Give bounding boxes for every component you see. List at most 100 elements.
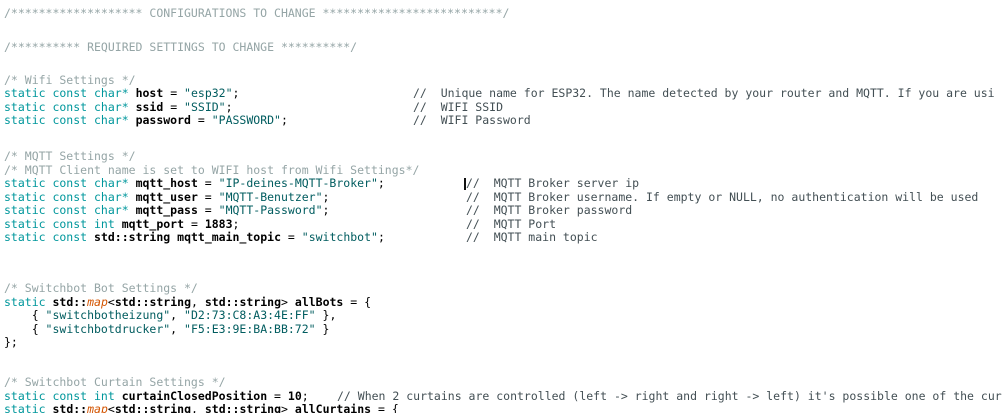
code-token: /* MQTT Settings */ — [4, 149, 136, 163]
code-line[interactable]: static const char* password = "PASSWORD"… — [0, 113, 1007, 127]
code-text: { "switchbotdrucker", "F5:E3:9E:BA:BB:72… — [0, 321, 330, 336]
code-token: = { — [343, 294, 372, 309]
code-line[interactable]: /* Switchbot Curtain Settings */ — [0, 375, 1007, 389]
code-line[interactable]: /* Switchbot Bot Settings */ — [0, 281, 1007, 295]
inline-comment: // MQTT Broker password — [466, 203, 633, 217]
code-text: /********** REQUIRED SETTINGS TO CHANGE … — [0, 39, 358, 54]
code-line[interactable]: static const char* mqtt_user = "MQTT-Ben… — [0, 189, 1007, 204]
code-token: /* Wifi Settings */ — [4, 72, 136, 87]
code-line[interactable]: /* MQTT Client name is set to WIFI host … — [0, 162, 1007, 177]
inline-comment: // WIFI SSID — [413, 99, 504, 114]
code-token: /* Switchbot Curtain Settings */ — [4, 375, 226, 389]
code-line[interactable]: static const int mqtt_port = 1883; // MQT… — [0, 216, 1007, 231]
code-token: ; — [232, 86, 240, 100]
code-token: ssid — [135, 99, 164, 114]
code-text: static const char* mqtt_host = "IP-deine… — [0, 176, 385, 190]
code-token: map — [87, 402, 108, 413]
code-token: static — [4, 402, 46, 413]
code-line[interactable]: static const int curtainClosedPosition =… — [0, 388, 1007, 403]
code-token — [129, 113, 136, 127]
code-token: std::string — [114, 402, 191, 413]
code-text: static const char* mqtt_pass = "MQTT-Pas… — [0, 203, 330, 217]
code-token: static const int — [4, 216, 115, 231]
code-line[interactable]: }; — [0, 335, 1007, 349]
code-text: /* MQTT Settings */ — [0, 149, 136, 163]
code-token — [129, 86, 136, 100]
code-token: "F5:E3:9E:BA:BB:72" — [184, 321, 316, 336]
code-text: static const int mqtt_port = 1883; — [0, 216, 239, 231]
code-line[interactable]: /******************* CONFIGURATIONS TO C… — [0, 6, 1007, 20]
code-line[interactable]: static const std::string mqtt_main_topic… — [0, 230, 1007, 244]
code-token: < — [107, 294, 115, 309]
code-token: std::string — [204, 294, 282, 309]
code-line[interactable]: { "switchbotdrucker", "F5:E3:9E:BA:BB:72… — [0, 321, 1007, 336]
code-line[interactable]: { "switchbotheizung", "D2:73:C8:A3:4E:FF… — [0, 308, 1007, 322]
code-token: = — [197, 203, 219, 217]
code-text: static std::map<std::string, std::string… — [0, 402, 399, 413]
code-token — [129, 100, 136, 114]
code-text: static const char* mqtt_user = "MQTT-Ben… — [0, 189, 330, 204]
code-token: ; — [322, 203, 330, 217]
code-token: std:: — [52, 402, 88, 413]
code-token: = — [197, 176, 219, 190]
code-line[interactable]: static const char* ssid = "SSID";// WIFI… — [0, 99, 1007, 114]
code-token: mqtt_main_topic — [177, 230, 281, 244]
code-token: mqtt_port — [121, 216, 185, 231]
code-token: static const char* — [4, 113, 129, 127]
code-token: ; — [301, 388, 309, 403]
code-token: "switchbotdrucker" — [45, 321, 171, 336]
code-token: static const char* — [4, 99, 129, 114]
code-token: , — [191, 402, 205, 413]
code-token: /* MQTT Client name is set to WIFI host … — [4, 162, 420, 177]
code-token: mqtt_pass — [135, 203, 198, 217]
code-token: allCurtains — [294, 402, 372, 413]
code-token: static const int — [4, 388, 115, 403]
code-token: "D2:73:C8:A3:4E:FF" — [184, 308, 316, 322]
code-token: ; — [280, 113, 288, 127]
inline-comment: // When 2 curtains are controlled (left … — [337, 388, 1002, 403]
code-text: /* MQTT Client name is set to WIFI host … — [0, 162, 420, 177]
code-token: "SSID" — [184, 99, 226, 114]
code-text: /* Switchbot Bot Settings */ — [0, 281, 198, 295]
code-line[interactable]: static const char* mqtt_pass = "MQTT-Pas… — [0, 203, 1007, 217]
inline-comment: // MQTT Port — [466, 216, 557, 231]
code-text: /* Switchbot Curtain Settings */ — [0, 375, 226, 389]
code-token: ; — [322, 189, 330, 204]
code-token: "switchbotheizung" — [45, 308, 171, 322]
code-text: /******************* CONFIGURATIONS TO C… — [0, 6, 509, 20]
code-line[interactable]: static std::map<std::string, std::string… — [0, 402, 1007, 413]
code-token — [129, 203, 136, 217]
code-token: static const char* — [4, 203, 129, 217]
code-token: 1883 — [204, 216, 233, 231]
code-token — [115, 217, 122, 231]
code-line[interactable]: static const char* mqtt_host = "IP-deine… — [0, 176, 1007, 190]
code-token: /********** REQUIRED SETTINGS TO CHANGE … — [4, 39, 358, 54]
code-token: 10 — [287, 388, 302, 403]
code-text: }; — [0, 335, 18, 349]
code-line[interactable]: static const char* host = "esp32";// Uni… — [0, 86, 1007, 100]
code-token — [129, 176, 136, 190]
code-token: > — [281, 402, 295, 413]
code-token — [87, 230, 94, 244]
code-token: std::string — [94, 230, 171, 244]
code-token: map — [87, 294, 108, 309]
code-token: curtainClosedPosition — [121, 388, 268, 403]
code-line[interactable]: /* MQTT Settings */ — [0, 149, 1007, 163]
code-token: = { — [371, 402, 399, 413]
code-token: mqtt_user — [135, 189, 198, 204]
code-line[interactable]: /********** REQUIRED SETTINGS TO CHANGE … — [0, 39, 1007, 54]
inline-comment: // MQTT Broker username. If empty or NUL… — [466, 189, 979, 204]
code-text: static const char* host = "esp32"; — [0, 86, 240, 100]
code-token: < — [107, 402, 115, 413]
code-line[interactable]: static std::map<std::string, std::string… — [0, 294, 1007, 309]
code-token: std::string — [204, 402, 282, 413]
code-token: static const — [4, 230, 88, 244]
code-text: static const int curtainClosedPosition =… — [0, 388, 309, 403]
code-token: std:: — [52, 294, 88, 309]
code-token — [115, 389, 122, 403]
code-token: static const char* — [4, 86, 129, 100]
code-line[interactable]: /* Wifi Settings */ — [0, 72, 1007, 87]
inline-comment: // MQTT main topic — [466, 230, 598, 244]
code-token: = — [267, 388, 288, 403]
